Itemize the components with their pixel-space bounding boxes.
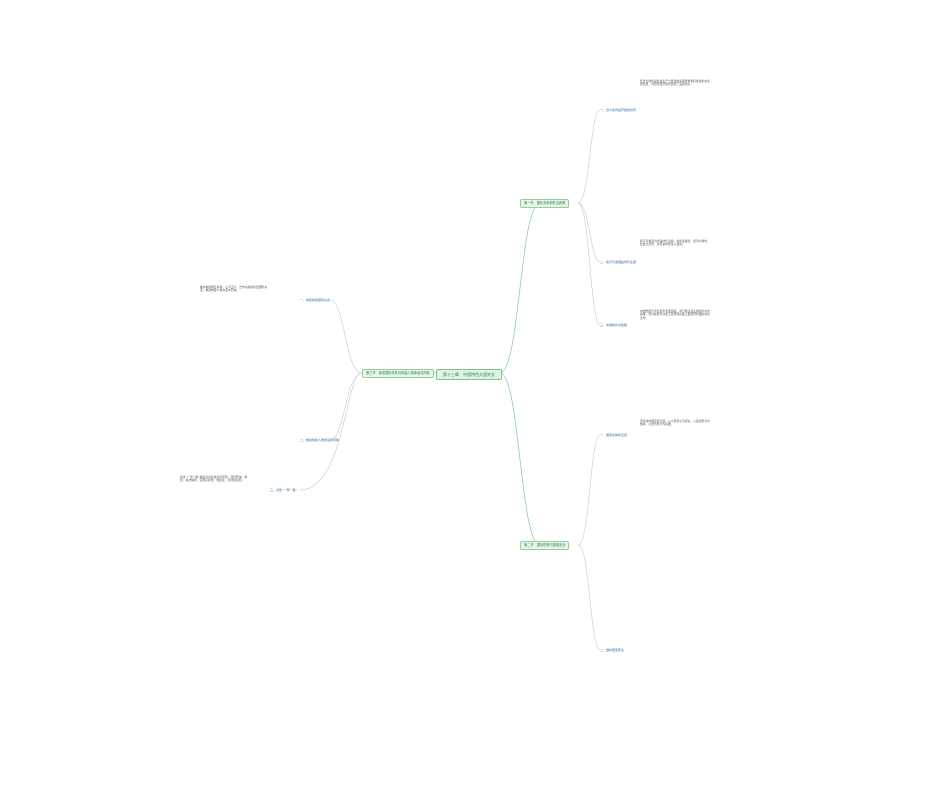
topic-safeguard-security[interactable]: 二、维护国家安全 [600,648,625,652]
note-security: 坚持总体国家安全观，以人民安全为宗旨，以政治安全为根本，以经济安全为基础。 [640,419,710,427]
topic-build-relations[interactable]: 一、构建新型国际关系 [300,298,331,302]
note-belt-road: 共建“一带一路”秉持共商共建共享原则，坚持开放、绿色、廉洁理念，实现高标准、惠民… [180,475,248,483]
note-foreign-policy: 中国始终不渝走和平发展道路，奉行独立自主的和平外交政策，坚持在和平共处五项原则基… [640,309,710,320]
topic-open-world[interactable]: 一、当今世界是开放的世界 [600,108,637,112]
topic-peace-development[interactable]: 二、和平与发展是时代主题 [600,260,637,264]
note-peace: 和平与发展仍然是时代主题，世界多极化、经济全球化、社会信息化、文化多样化深入发展… [640,239,710,247]
branch-international-relations[interactable]: 第一节 国际关系和外交政策 [520,199,570,208]
branch-new-international-relations[interactable]: 第三节 新型国际关系与构建人类命运共同体 [362,369,434,378]
connector-b2 [499,372,541,546]
topic-shared-future[interactable]: 二、推动构建人类命运共同体 [300,438,340,442]
topic-security-concept[interactable]: 一、国家总体安全观 [600,433,628,437]
connector-b1 [499,202,541,374]
note-globalization: 经济全球化是社会生产力发展的客观要求和科技进步的必然结果，为世界经济增长提供了强… [640,79,710,87]
branch-national-security[interactable]: 第二节 国际形势与国家安全 [520,541,570,550]
topic-foreign-policy[interactable]: 三、中国的外交政策 [600,323,628,327]
topic-belt-and-road[interactable]: 三、共建“一带一路” [270,488,298,492]
note-relations: 推动构建相互尊重、公平正义、合作共赢的新型国际关系，推动构建人类命运共同体。 [200,285,268,293]
central-topic[interactable]: 第十三章 中国特色大国外交 [436,369,502,380]
